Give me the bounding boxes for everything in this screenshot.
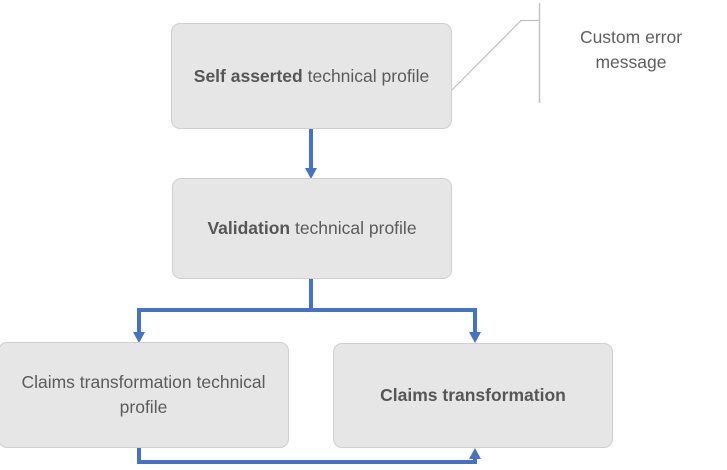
callout-custom-error-message: Custom error message xyxy=(556,25,706,76)
node-validation-bold: Validation xyxy=(207,218,291,239)
node-validation-label: Validation technical profile xyxy=(207,216,416,241)
node-self-asserted-rest: technical profile xyxy=(302,65,430,86)
node-validation-technical-profile[interactable]: Validation technical profile xyxy=(172,178,452,279)
node-claims-transformation-technical-profile[interactable]: Claims transformation technical profile xyxy=(0,342,289,448)
callout-line-2: message xyxy=(595,52,667,73)
node-claims-bold: Claims transformation xyxy=(380,385,566,406)
connector-self-to-validation xyxy=(305,129,317,179)
callout-leader xyxy=(451,3,541,103)
node-claims-transformation[interactable]: Claims transformation xyxy=(333,343,613,448)
connector-loop-back xyxy=(137,448,481,464)
connector-validation-fork xyxy=(133,279,481,343)
node-claims-tp-label: Claims transformation technical profile xyxy=(21,372,266,417)
node-claims-label: Claims transformation xyxy=(380,383,566,408)
callout-line-1: Custom error xyxy=(579,27,683,47)
node-self-asserted-bold: Self asserted xyxy=(193,65,303,86)
node-self-asserted-technical-profile[interactable]: Self asserted technical profile xyxy=(171,23,452,129)
node-validation-rest: technical profile xyxy=(290,218,417,239)
node-self-asserted-label: Self asserted technical profile xyxy=(194,64,429,89)
